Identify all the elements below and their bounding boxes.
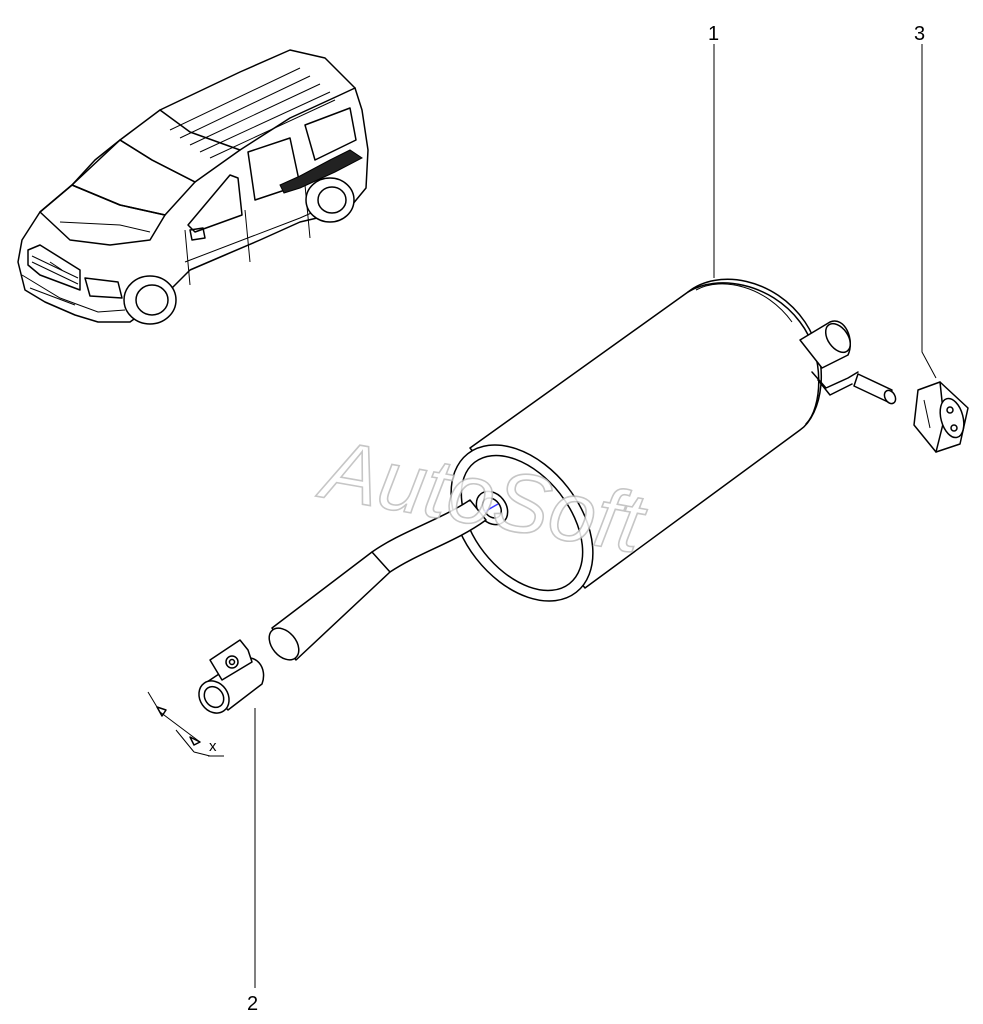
dimension-x: x (147, 691, 224, 757)
rear-muffler (450, 278, 859, 602)
vehicle-illustration (17, 49, 369, 325)
leader-lines (254, 44, 937, 988)
inlet-pipe (268, 499, 487, 661)
callout-1: 1 (708, 23, 719, 45)
callout-2: 2 (247, 993, 258, 1015)
pipe-clamp (198, 639, 265, 714)
dimension-label: x (209, 738, 217, 755)
rubber-mount (853, 373, 969, 453)
callout-3: 3 (914, 23, 925, 45)
